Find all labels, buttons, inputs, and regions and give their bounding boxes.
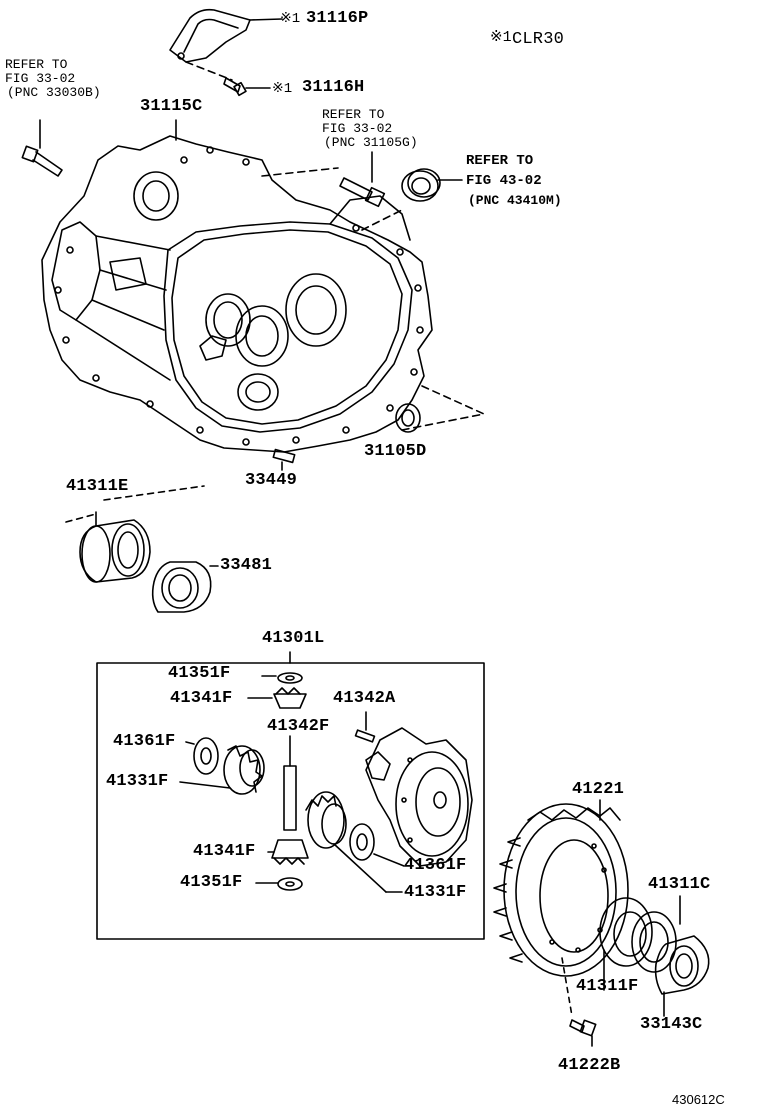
bolt-right-drawing [340,152,384,206]
part-41311C: 41311C [648,875,711,894]
part-33449: 33449 [245,471,298,490]
ref-31105G-line2: FIG 33-02 [322,121,393,136]
note-mark: ※1 [490,29,512,46]
note-code: CLR30 [512,30,565,49]
bearing-41311-drawing [600,896,680,990]
part-41342F: 41342F [267,717,330,736]
part-41341F-top: 41341F [170,689,233,708]
part-31116P: 31116P [306,9,369,28]
part-31105D: 31105D [364,442,427,461]
side-gear-41331F-right-drawing [306,792,402,892]
pin-33449-drawing [273,450,294,470]
part-41342A: 41342A [333,689,396,708]
ref-31105G-line3: (PNC 31105G) [324,135,418,150]
part-41222B: 41222B [558,1056,621,1075]
ref-33030B-line2: FIG 33-02 [5,71,76,86]
ring-gear-41221-drawing [494,800,628,976]
ref-31105G-line1: REFER TO [322,107,385,122]
ref-43410M-line2: FIG 43-02 [466,173,542,189]
part-41331F-left: 41331F [106,772,169,791]
shim-33143C-drawing [656,936,709,1016]
part-31116H: 31116H [302,78,365,97]
part-33481: 33481 [220,556,273,575]
pinion-41341F-bot-drawing [268,840,308,864]
part-41351F-bot: 41351F [180,873,243,892]
mark-31116H: ※1 [272,81,293,97]
ref-43410M-line1: REFER TO [466,153,534,169]
transaxle-case-drawing [42,120,484,452]
washer-41351F-bot-drawing [256,878,302,890]
bearing-41311E-drawing [66,486,204,582]
oil-seal-31105D-drawing [396,404,420,432]
diff-case-drawing [366,728,472,866]
cover-plate-drawing [170,10,282,62]
part-41301L: 41301L [262,629,325,648]
ref-33030B-line3: (PNC 33030B) [7,85,101,100]
part-41361F-right: 41361F [404,856,467,875]
oil-seal-drawing [402,169,462,201]
part-41311E: 41311E [66,477,129,496]
ref-33030B-line1: REFER TO [5,57,68,72]
washer-41361F-left-drawing [186,738,218,774]
figure-code: 430612C [672,1092,725,1107]
part-41351F-top: 41351F [168,664,231,683]
part-31115C: 31115C [140,97,203,116]
part-41331F-right: 41331F [404,883,467,902]
pinion-41341F-top-drawing [248,688,306,708]
part-41311F: 41311F [576,977,639,996]
part-41361F-left: 41361F [113,732,176,751]
bolt-31116H-drawing [186,62,270,95]
mark-31116P: ※1 [280,11,301,27]
washer-41361F-right-drawing [350,824,404,866]
washer-41351F-top-drawing [262,673,302,683]
bolt-left-drawing [22,120,62,176]
part-33143C: 33143C [640,1015,703,1034]
ref-43410M-line3: (PNC 43410M) [468,193,562,208]
shaft-41342F-drawing [284,736,296,830]
shim-33481-drawing [153,562,218,612]
part-41221: 41221 [572,780,625,799]
pin-41342A-drawing [356,712,375,742]
side-gear-41331F-left-drawing [180,746,264,794]
diff-kit-box [97,652,484,939]
bolt-41222B-drawing [562,958,596,1046]
part-41341F-bot: 41341F [193,842,256,861]
